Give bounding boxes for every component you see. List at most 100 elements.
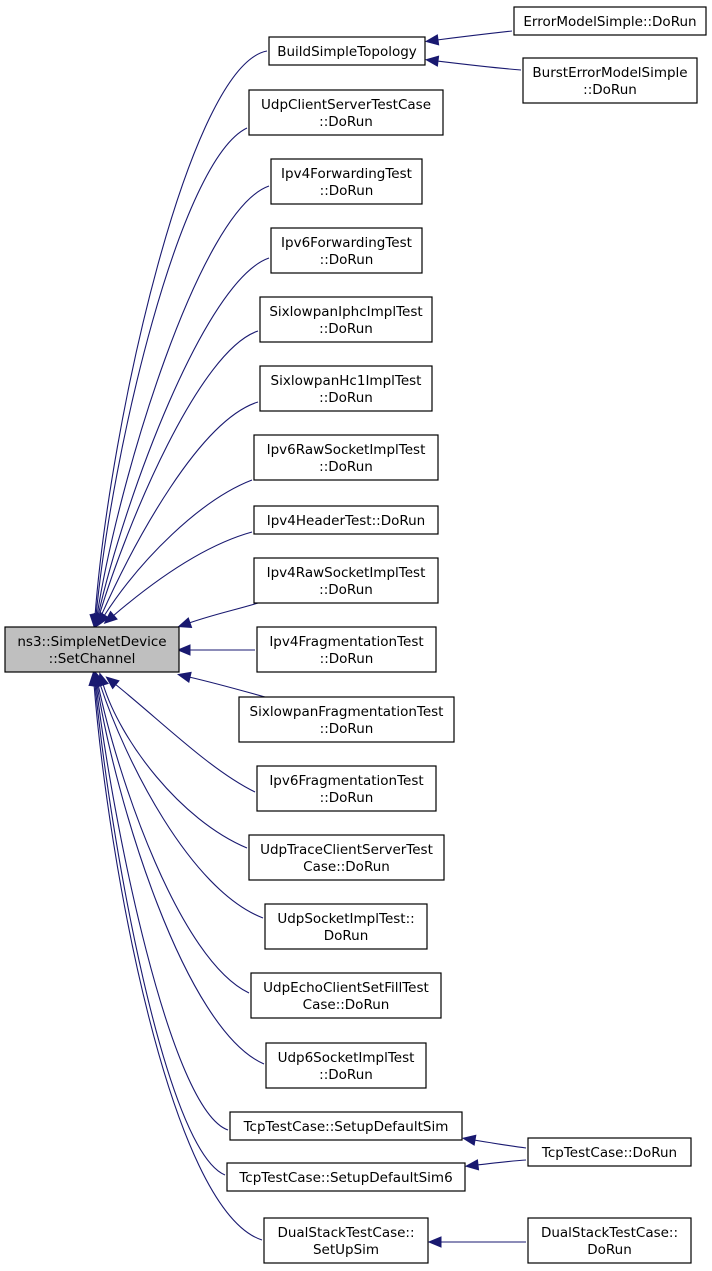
node-box <box>248 834 445 881</box>
node-label: Ipv4FragmentationTest <box>269 634 423 650</box>
edge-ipv6fwd-to-root <box>97 257 270 617</box>
node-label: ::DoRun <box>320 183 374 199</box>
edge-udpecho-to-root <box>97 683 250 994</box>
node-box <box>522 57 698 104</box>
node-label: Ipv4ForwardingTest <box>281 166 412 182</box>
edge-build-to-root <box>94 50 268 617</box>
node-box <box>270 158 423 205</box>
node-label: Ipv6ForwardingTest <box>281 235 412 251</box>
node-label: BuildSimpleTopology <box>277 44 417 60</box>
edge-ipv4fwd-to-root <box>96 185 270 617</box>
node-label: SixlowpanHc1ImplTest <box>271 373 422 389</box>
edge-udpcs-to-root <box>95 127 248 617</box>
node-box <box>238 696 455 743</box>
edge-errsimple-to-build <box>436 30 513 41</box>
node-udpcs[interactable]: UdpClientServerTestCase::DoRun <box>248 89 444 136</box>
node-label: ::DoRun <box>319 1067 373 1083</box>
node-errsimple[interactable]: ErrorModelSimple::DoRun <box>513 6 707 36</box>
node-sixhc1[interactable]: SixlowpanHc1ImplTest::DoRun <box>259 365 433 412</box>
node-label: ErrorModelSimple::DoRun <box>523 14 696 30</box>
node-dualrun[interactable]: DualStackTestCase::DoRun <box>527 1217 692 1264</box>
node-label: Ipv6FragmentationTest <box>269 773 423 789</box>
node-box <box>513 6 707 36</box>
node-label: DualStackTestCase:: <box>541 1225 678 1241</box>
node-label: Udp6SocketImplTest <box>278 1050 415 1066</box>
nodes-layer: ns3::SimpleNetDevice::SetChannel BuildSim… <box>4 6 707 1264</box>
node-box <box>527 1217 692 1264</box>
node-box <box>253 557 439 604</box>
node-label: ns3::SimpleNetDevice <box>17 634 166 650</box>
edge-udp6sock-to-root <box>96 683 265 1065</box>
edge-sixhc1-to-root <box>100 401 259 617</box>
node-label: DoRun <box>587 1242 632 1258</box>
node-ipv4raw[interactable]: Ipv4RawSocketImplTest::DoRun <box>253 557 439 604</box>
edge-sixfrag-to-root-arrowhead <box>177 671 192 683</box>
node-box <box>259 296 433 343</box>
node-sixiphc[interactable]: SixlowpanIphcImplTest::DoRun <box>259 296 433 343</box>
node-ipv4frag[interactable]: Ipv4FragmentationTest::DoRun <box>256 626 437 673</box>
node-label: ::SetChannel <box>49 651 136 667</box>
edge-tcprun-to-tcpsim6 <box>476 1159 527 1166</box>
node-bursterr[interactable]: BurstErrorModelSimple::DoRun <box>522 57 698 104</box>
edge-tcpsim-to-root <box>95 683 229 1131</box>
node-root[interactable]: ns3::SimpleNetDevice::SetChannel <box>4 626 180 673</box>
edge-bursterr-to-build-arrowhead <box>424 55 440 67</box>
edge-ipv6raw-to-root-arrowhead <box>97 611 110 627</box>
edge-tcprun-to-tcpsim-arrowhead <box>461 1134 477 1146</box>
node-label: UdpSocketImplTest:: <box>277 911 414 927</box>
node-label: TcpTestCase::DoRun <box>541 1145 677 1161</box>
node-label: ::DoRun <box>319 390 373 406</box>
node-tcprun[interactable]: TcpTestCase::DoRun <box>527 1137 692 1167</box>
node-udpsock[interactable]: UdpSocketImplTest::DoRun <box>264 903 428 950</box>
edge-tcpsim6-to-root <box>94 683 226 1176</box>
edge-ipv4hdr-to-root <box>112 531 253 617</box>
edge-ipv4raw-to-root <box>188 602 259 624</box>
edge-dualsim-to-root <box>93 683 263 1241</box>
edge-dualrun-to-dualsim-arrowhead <box>427 1236 442 1248</box>
node-label: ::DoRun <box>320 651 374 667</box>
node-box <box>259 365 433 412</box>
node-label: UdpEchoClientSetFillTest <box>263 980 429 996</box>
node-build[interactable]: BuildSimpleTopology <box>268 36 426 66</box>
edge-ipv6frag-to-root-arrowhead <box>105 676 120 690</box>
node-box <box>226 1162 466 1192</box>
node-label: ::DoRun <box>319 321 373 337</box>
edge-udpsock-to-root <box>99 683 264 919</box>
node-label: SixlowpanIphcImplTest <box>269 304 422 320</box>
node-ipv4fwd[interactable]: Ipv4ForwardingTest::DoRun <box>270 158 423 205</box>
node-box <box>4 626 180 673</box>
node-label: DualStackTestCase:: <box>277 1225 414 1241</box>
edge-tcprun-to-tcpsim6-arrowhead <box>464 1159 480 1171</box>
node-label: SixlowpanFragmentationTest <box>250 704 444 720</box>
node-label: Ipv6RawSocketImplTest <box>267 442 426 458</box>
node-box <box>268 36 426 66</box>
edge-dualsim-to-root-arrowhead <box>88 671 100 686</box>
node-sixfrag[interactable]: SixlowpanFragmentationTest::DoRun <box>238 696 455 743</box>
node-label: SetUpSim <box>313 1242 379 1258</box>
node-label: ::DoRun <box>583 82 637 98</box>
node-box <box>248 89 444 136</box>
node-ipv6fwd[interactable]: Ipv6ForwardingTest::DoRun <box>270 227 423 274</box>
node-ipv6raw[interactable]: Ipv6RawSocketImplTest::DoRun <box>253 434 439 481</box>
node-box <box>250 972 442 1019</box>
node-label: ::DoRun <box>319 459 373 475</box>
node-dualsim[interactable]: DualStackTestCase::SetUpSim <box>263 1217 429 1264</box>
node-label: BurstErrorModelSimple <box>532 65 687 81</box>
edge-ipv4frag-to-root-arrowhead <box>176 644 191 656</box>
node-tcpsim6[interactable]: TcpTestCase::SetupDefaultSim6 <box>226 1162 466 1192</box>
node-udp6sock[interactable]: Udp6SocketImplTest::DoRun <box>265 1042 427 1089</box>
edge-sixiphc-to-root <box>98 330 259 617</box>
node-label: Ipv4HeaderTest::DoRun <box>267 513 426 529</box>
node-label: ::DoRun <box>320 790 374 806</box>
node-ipv6frag[interactable]: Ipv6FragmentationTest::DoRun <box>256 765 437 812</box>
edge-tcprun-to-tcpsim <box>473 1139 527 1149</box>
edge-sixfrag-to-root <box>188 676 266 698</box>
node-label: UdpClientServerTestCase <box>261 97 431 113</box>
node-tcpsim[interactable]: TcpTestCase::SetupDefaultSim <box>229 1111 463 1141</box>
node-label: ::DoRun <box>320 252 374 268</box>
node-label: ::DoRun <box>319 582 373 598</box>
node-ipv4hdr[interactable]: Ipv4HeaderTest::DoRun <box>253 505 439 535</box>
